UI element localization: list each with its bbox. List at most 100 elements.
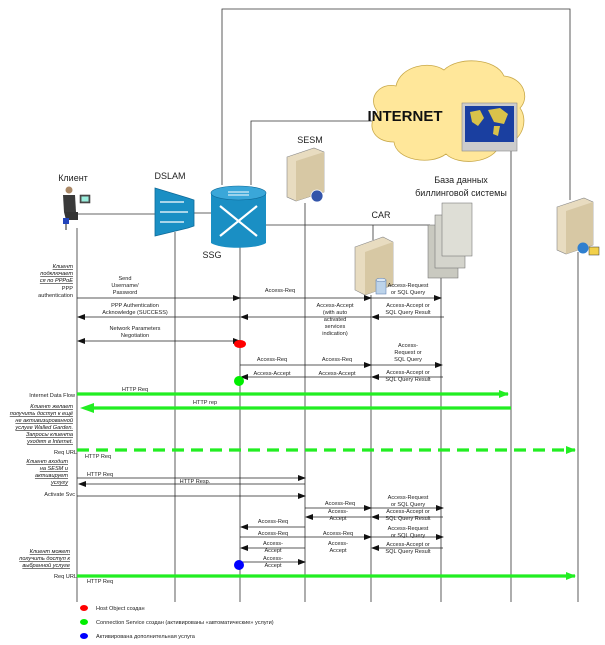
label-line: услуге Walled Garden. <box>14 425 73 431</box>
label-line: Клиент может <box>30 549 71 555</box>
note-req-url: Req URL <box>54 574 77 580</box>
legend-label: Host Object создан <box>96 606 145 612</box>
node-ssg: SSG <box>202 185 267 260</box>
legend-swatch <box>80 605 88 611</box>
label-line: Запросы клиента <box>26 432 73 438</box>
message-label: Access-Req <box>325 501 355 507</box>
note-req-url: Req URL <box>54 450 77 456</box>
message-label: HTTP rep <box>193 400 217 406</box>
label-line: активирует <box>35 473 68 479</box>
label-line: SQL Query Result <box>385 516 431 522</box>
label-line: Access- <box>328 509 348 515</box>
label-line: authentication <box>38 293 73 299</box>
node-sesm: SESM <box>286 135 325 203</box>
label-line: Accept <box>264 548 282 554</box>
label-line: Access-Accept <box>254 371 291 377</box>
legend-swatch <box>80 633 88 639</box>
node-label: Клиент <box>58 173 88 183</box>
legend-label: Активирована дополнительная услуга <box>96 634 196 640</box>
label-line: выбранной услуге <box>22 562 70 569</box>
label-line: Access-Request <box>388 283 429 289</box>
label-line: подключает <box>40 271 73 277</box>
message-label: HTTP Req <box>87 472 113 478</box>
label-line: HTTP Req <box>87 579 113 585</box>
node-client: Клиент <box>58 173 91 230</box>
label-line: SQL Query Result <box>385 549 431 555</box>
node-web-server <box>556 197 600 256</box>
node-label: SESM <box>297 135 323 145</box>
node-label: CAR <box>371 210 391 220</box>
web-server-icon <box>286 147 325 203</box>
node-label: База данных <box>434 175 488 185</box>
label-line: Acknowledge (SUCCESS) <box>102 310 168 316</box>
node-car: CAR <box>354 210 394 296</box>
label-line: Access-Request <box>388 526 429 532</box>
label-line: or SQL Query <box>391 533 426 539</box>
web-server-icon <box>556 197 600 256</box>
label-line: HTTP Resp. <box>180 479 211 485</box>
label-line: SQL Query <box>394 357 422 363</box>
router-icon <box>210 185 267 248</box>
legend-swatch <box>80 619 88 625</box>
label-line: indication) <box>322 331 348 337</box>
label-line: Access-Req <box>323 531 353 537</box>
label-line: Access- <box>263 556 283 562</box>
label-line: Access-Req <box>257 357 287 363</box>
label-line: SQL Query Result <box>385 377 431 383</box>
label-line: Access-Req <box>265 288 295 294</box>
label-line: Access-Req <box>258 519 288 525</box>
node-internet: INTERNET <box>368 60 526 162</box>
label-line: HTTP rep <box>193 400 217 406</box>
label-line: Accept <box>329 548 347 554</box>
message-label: Access-Accept <box>263 541 283 554</box>
connection-service-dot <box>234 376 244 386</box>
label-line: Access-Accept <box>317 303 354 309</box>
label-line: PPP Authentication <box>111 303 159 309</box>
label-line: Accept <box>264 563 282 569</box>
label-line: Клиент входит <box>26 459 68 465</box>
label-line: Access-Req <box>325 501 355 507</box>
label-line: Access-Req <box>322 357 352 363</box>
message-label: Access-Req <box>323 531 353 537</box>
world-map-icon <box>461 102 518 152</box>
message-label: Access-Req <box>322 357 352 363</box>
legend-label: Connection Service создан (активированы … <box>96 620 274 626</box>
label-line: Access- <box>398 343 418 349</box>
user-at-computer-icon <box>63 186 91 230</box>
label-line: Send <box>118 276 131 282</box>
label-line: HTTP Req <box>122 387 148 393</box>
label-line: PPP <box>62 286 73 292</box>
note-internet-data-flow: Internet Data Flow <box>29 393 76 399</box>
label-line: Negotiation <box>121 333 149 339</box>
label-line: Access- <box>328 541 348 547</box>
label-line: Access-Accept or <box>386 509 430 515</box>
label-line: Network Parameters <box>110 326 161 332</box>
label-line: Accept <box>329 516 347 522</box>
host-object-dot <box>234 340 246 348</box>
label-line: Клиент <box>53 264 74 270</box>
label-line: Access-Request <box>388 495 429 501</box>
message-label: Access-Accept <box>263 556 283 569</box>
label-line: получить доступ к ещё <box>10 411 73 417</box>
arrowhead <box>80 403 94 413</box>
node-db: База данных биллинговой системы <box>415 175 507 279</box>
message-label: HTTP Req <box>85 454 111 460</box>
message-label: Access-Accept <box>328 541 348 554</box>
label-line: не активизированной <box>15 417 73 424</box>
label-line: Клиент желает <box>30 404 73 410</box>
label-line: Access-Accept <box>319 371 356 377</box>
label-line: HTTP Req <box>85 454 111 460</box>
label-line: Password <box>113 290 138 296</box>
